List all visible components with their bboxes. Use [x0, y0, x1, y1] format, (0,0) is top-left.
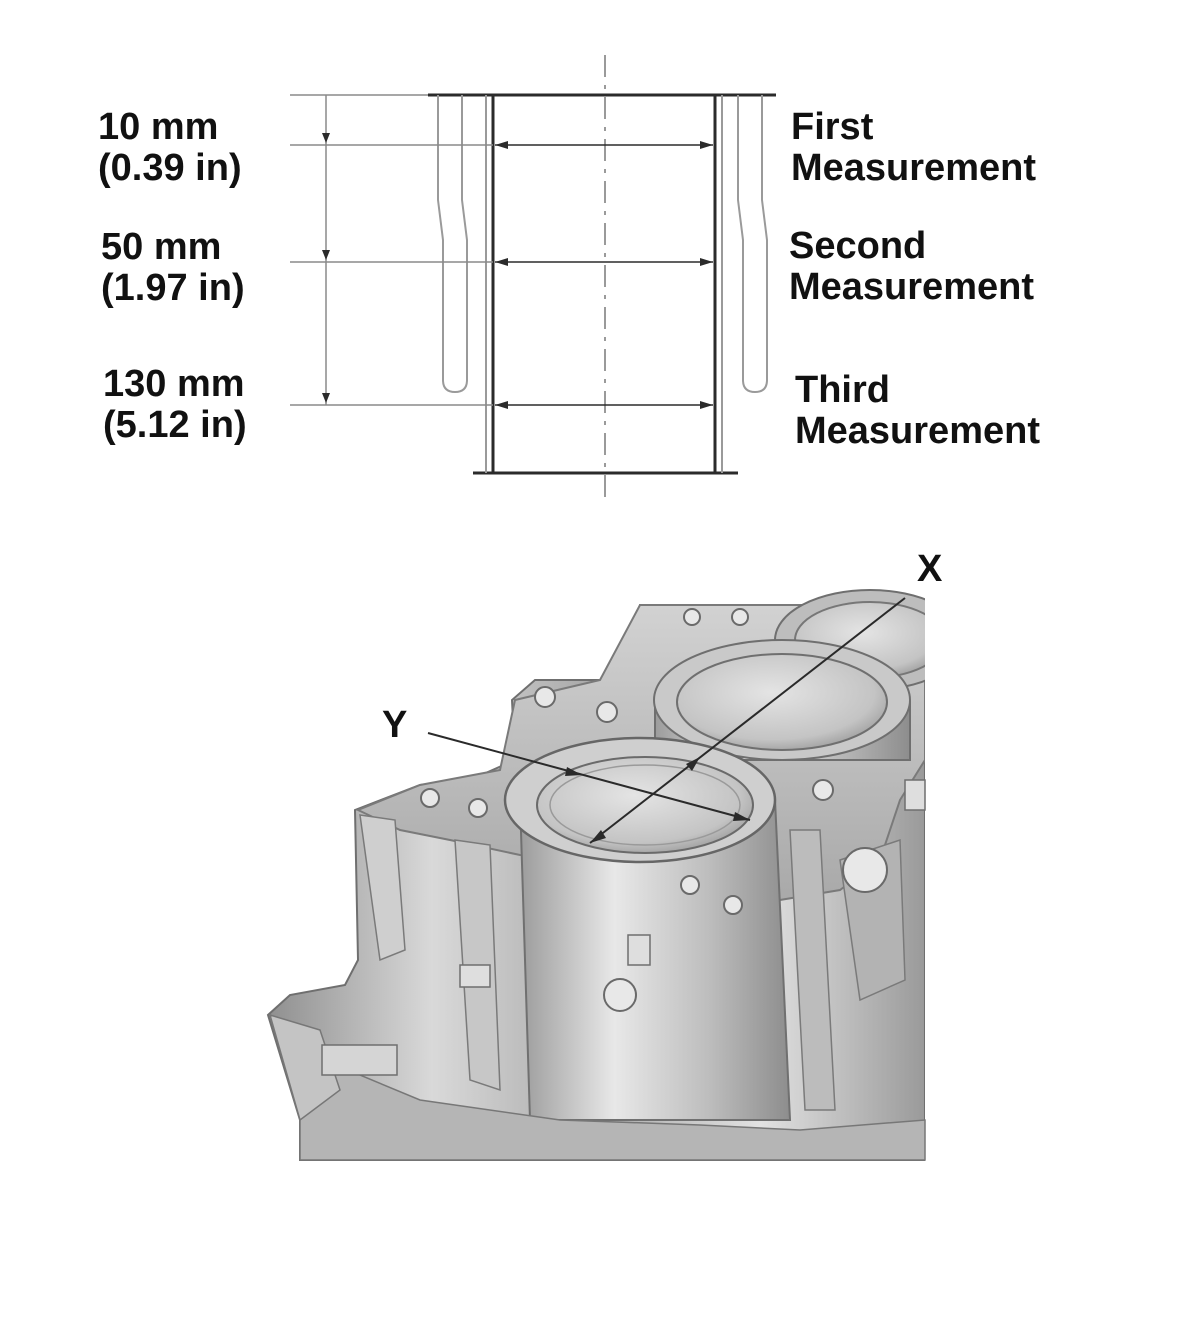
second-measurement-label: Second Measurement	[789, 226, 1034, 308]
third-measurement-title: Third	[795, 369, 890, 411]
cylinder-section-diagram	[290, 55, 776, 505]
first-measurement-subtitle: Measurement	[791, 147, 1036, 189]
first-depth-label: 10 mm (0.39 in)	[98, 107, 242, 189]
middle-cylinder-bore	[676, 653, 888, 751]
x-direction-line	[589, 597, 906, 844]
third-depth-in: (5.12 in)	[103, 404, 247, 446]
engine-block-illustration	[266, 560, 1200, 1180]
second-depth-mm: 50 mm	[101, 226, 222, 268]
front-cylinder-bore	[536, 756, 754, 854]
water-jacket-right	[737, 95, 768, 394]
third-depth-label: 130 mm (5.12 in)	[103, 364, 247, 446]
second-measurement-title: Second	[789, 225, 927, 267]
second-depth-in: (1.97 in)	[101, 267, 245, 309]
bolt-holes	[420, 608, 888, 1012]
first-depth-mm: 10 mm	[98, 106, 219, 148]
third-measurement-label: Third Measurement	[795, 370, 1040, 452]
third-measurement-line	[495, 401, 713, 409]
callout-y: Y	[382, 704, 408, 746]
first-measurement-title: First	[791, 106, 874, 148]
first-measurement-label: First Measurement	[791, 107, 1036, 189]
first-depth-in: (0.39 in)	[98, 147, 242, 189]
second-measurement-line	[495, 258, 713, 266]
second-measurement-subtitle: Measurement	[789, 266, 1034, 308]
water-jacket-left	[437, 95, 468, 394]
third-depth-mm: 130 mm	[103, 363, 245, 405]
second-depth-label: 50 mm (1.97 in)	[101, 227, 245, 309]
y-direction-line	[427, 732, 751, 821]
third-measurement-subtitle: Measurement	[795, 410, 1040, 452]
callout-x: X	[917, 548, 943, 590]
first-measurement-line	[495, 141, 713, 149]
